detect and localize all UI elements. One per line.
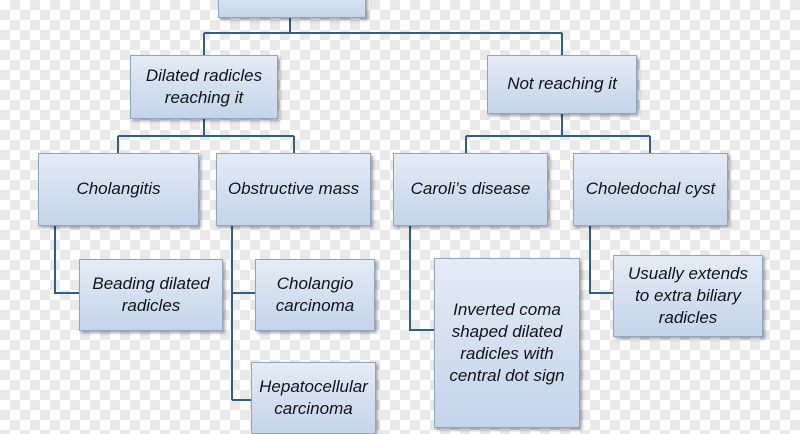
node-cholangio-carcinoma: Cholangio carcinoma [255, 259, 375, 331]
node-dilated-radicles: Dilated radicles reaching it [130, 55, 278, 119]
connector-root-split [203, 18, 563, 55]
connector-not-reaching-split [465, 114, 651, 153]
connector-choledochal-extends [589, 226, 613, 294]
node-not-reaching: Not reaching it [487, 55, 637, 114]
node-hepatocellular-carcinoma: Hepatocellular carcinoma [251, 362, 376, 434]
node-inverted-coma: Inverted coma shaped dilated radicles wi… [434, 258, 580, 428]
connector-lines [54, 18, 651, 401]
node-carolis-disease: Caroli’s disease [393, 153, 548, 226]
node-usually-extends: Usually extends to extra biliary radicle… [613, 255, 763, 337]
root-node [218, 0, 366, 18]
connector-cholangitis-beading [54, 226, 79, 294]
node-obstructive-mass: Obstructive mass [216, 153, 371, 226]
node-choledochal-cyst: Choledochal cyst [573, 153, 728, 226]
connector-dilated-split [117, 119, 295, 153]
connector-obstructive-children [231, 226, 255, 401]
node-beading-dilated-radicles: Beading dilated radicles [79, 259, 223, 331]
connector-caroli-inverted [409, 226, 434, 331]
node-cholangitis: Cholangitis [38, 153, 199, 226]
